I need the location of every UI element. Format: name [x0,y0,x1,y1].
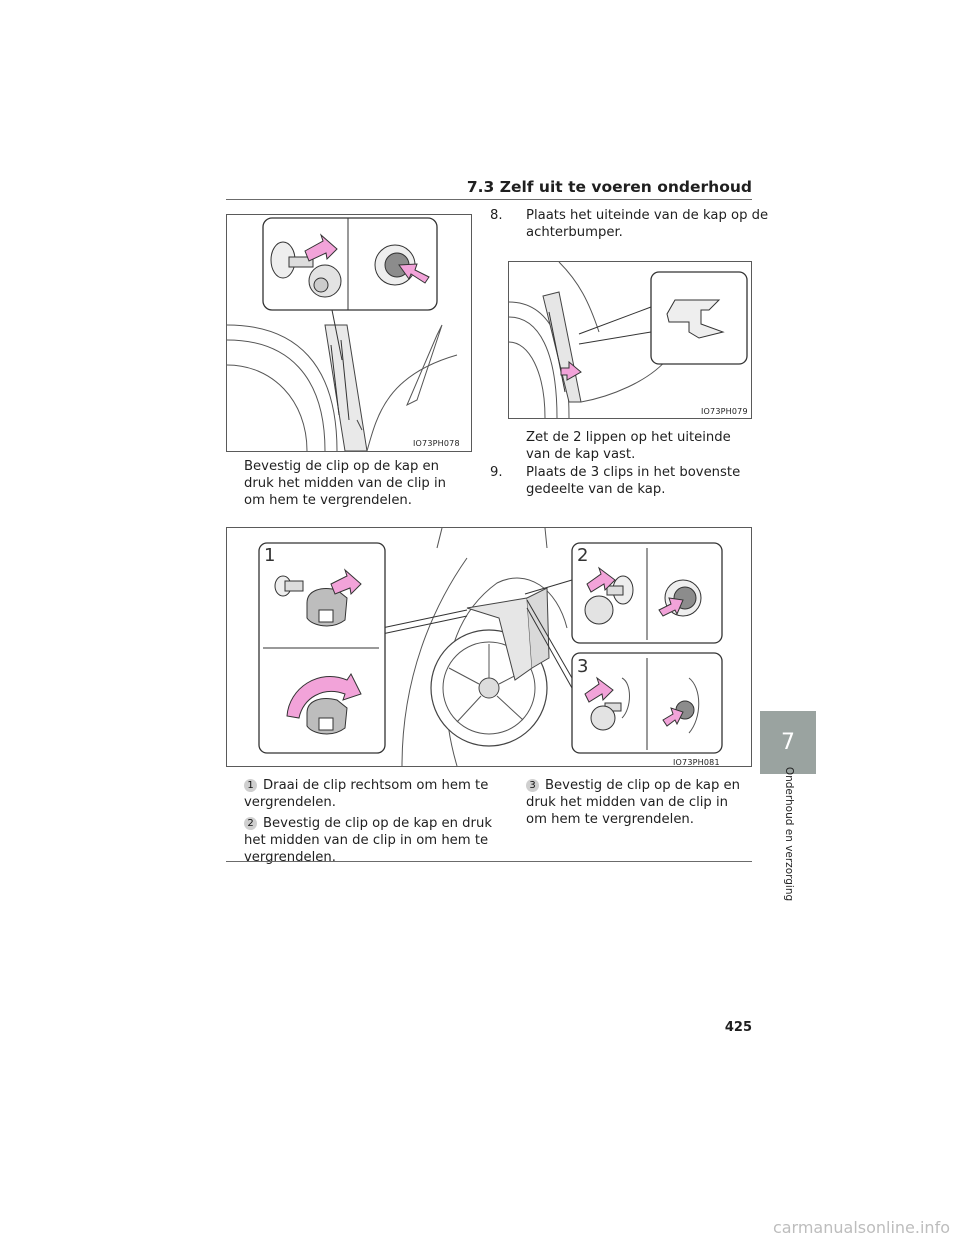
step-8-number: 8. [490,208,503,223]
figure-code: IO73PH081 [673,758,720,767]
callout-number-2: 2 [577,545,589,566]
page-header-title: 7.3 Zelf uit te voeren onderhoud [466,178,752,196]
note-2-text: Bevestig de clip op de kap en druk het m… [244,816,492,865]
step-9-text: Plaats de 3 clips in het bovenste gedeel… [526,465,741,497]
note-1-badge: 1 [244,779,257,792]
figure-bumper-lips: IO73PH079 [508,261,752,419]
content-bottom-divider [226,861,752,862]
chapter-side-label: Onderhoud en verzorging [783,766,795,902]
callout-number-3: 3 [577,656,589,677]
figure-code: IO73PH078 [413,439,460,448]
header-divider [226,199,752,200]
step-9: 9. Plaats de 3 clips in het bovenste gede… [490,465,770,499]
bumper-lips-illustration [509,262,748,418]
step-9-number: 9. [490,465,503,480]
note-3-badge: 3 [526,779,539,792]
step-8-text: Plaats het uiteinde van de kap op de ach… [526,208,769,240]
callout-number-1: 1 [264,545,276,566]
note-2-badge: 2 [244,817,257,830]
note-1-text: Draai de clip rechtsom om hem te vergren… [244,778,489,810]
figure1-caption: Bevestig de clip op de kap en druk het m… [244,459,447,508]
figure-code: IO73PH079 [701,407,748,416]
figure-clip-install: IO73PH078 [226,214,472,452]
step-8: 8. Plaats het uiteinde van de kap op de a… [490,208,770,242]
chapter-tab: 7 [760,711,816,774]
three-clips-illustration [258,528,723,766]
note-3-text: Bevestig de clip op de kap en druk het m… [526,778,740,827]
page-number: 425 [724,1020,752,1035]
site-watermark: carmanualsonline.info [772,1218,950,1237]
figure-three-clips: 1 2 3 IO73PH081 [226,527,752,767]
clip-install-illustration [227,217,458,451]
step-8-note: Zet de 2 lippen op het uiteinde van de k… [526,430,731,462]
